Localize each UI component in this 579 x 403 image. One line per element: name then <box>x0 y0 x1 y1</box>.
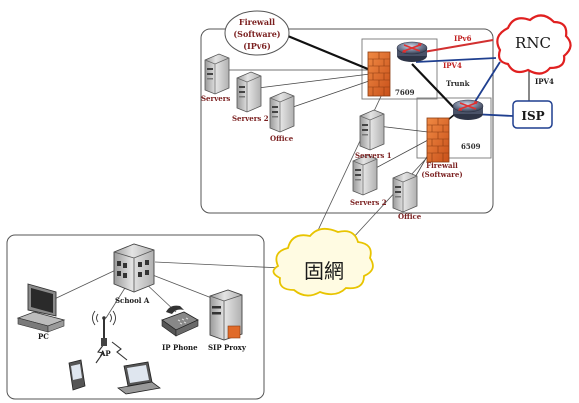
ip-phone-label: IP Phone <box>162 343 198 352</box>
router-7609 <box>396 41 428 63</box>
firewall-top-line3: (IPv6) <box>243 41 271 51</box>
isp-box <box>512 100 553 129</box>
school-switch-icon <box>113 243 155 293</box>
server-icon-top-3 <box>269 91 295 133</box>
ap-antenna-icon <box>92 310 116 346</box>
ipv6-link-label: IPv6 <box>454 34 472 43</box>
router-6509 <box>452 99 484 121</box>
router-6509-label: 6509 <box>461 142 481 151</box>
firewall-mid-line2: (Software) <box>421 170 462 179</box>
backbone-cloud <box>272 227 374 297</box>
pc-label: PC <box>38 332 49 341</box>
server-icon-top-2 <box>236 71 262 113</box>
trunk-label: Trunk <box>446 79 470 88</box>
backbone-cloud-label: 固網 <box>304 259 344 283</box>
pc-icon <box>16 283 66 333</box>
ipv4-rnc-isp-label: IPV4 <box>535 77 554 86</box>
sip-proxy-label: SIP Proxy <box>208 343 247 352</box>
servers2-top-label: Servers 2 <box>232 114 269 123</box>
rnc-label: RNC <box>515 34 551 52</box>
firewall-mid-line1: Firewall <box>426 161 458 170</box>
firewall-6509 <box>426 117 450 163</box>
laptop-icon <box>117 361 161 395</box>
servers1-mid-label: Servers 1 <box>355 151 392 160</box>
isp-label: ISP <box>521 109 544 123</box>
campus-box <box>6 234 265 400</box>
router-7609-frame <box>361 38 438 100</box>
ip-phone-icon <box>161 305 199 337</box>
router-7609-label: 7609 <box>395 88 415 97</box>
firewall-top-line1: Firewall <box>239 17 275 27</box>
datacenter-box <box>200 28 494 214</box>
server-icon-mid-3 <box>392 171 418 213</box>
servers2-mid-label: Servers 2 <box>350 198 387 207</box>
servers-top-label: Servers <box>201 94 230 103</box>
firewall-7609 <box>367 51 391 97</box>
office-top-label: Office <box>270 134 294 143</box>
server-icon-mid-2 <box>352 154 378 196</box>
sip-proxy-server-icon <box>209 289 243 341</box>
office-mid-label: Office <box>398 212 422 221</box>
firewall-ipv6-cloud <box>224 10 290 56</box>
firewall-top-line2: (Software) <box>233 29 280 39</box>
server-icon-mid-1 <box>359 109 385 151</box>
school-label: School A <box>115 296 150 305</box>
rnc-cloud <box>496 14 572 75</box>
ipv4-red-link-label: IPV4 <box>443 61 462 70</box>
server-icon-top-1 <box>204 53 230 95</box>
mobile-phone-icon <box>68 359 86 391</box>
router-6509-frame <box>416 97 492 159</box>
ap-label: AP <box>99 349 111 358</box>
